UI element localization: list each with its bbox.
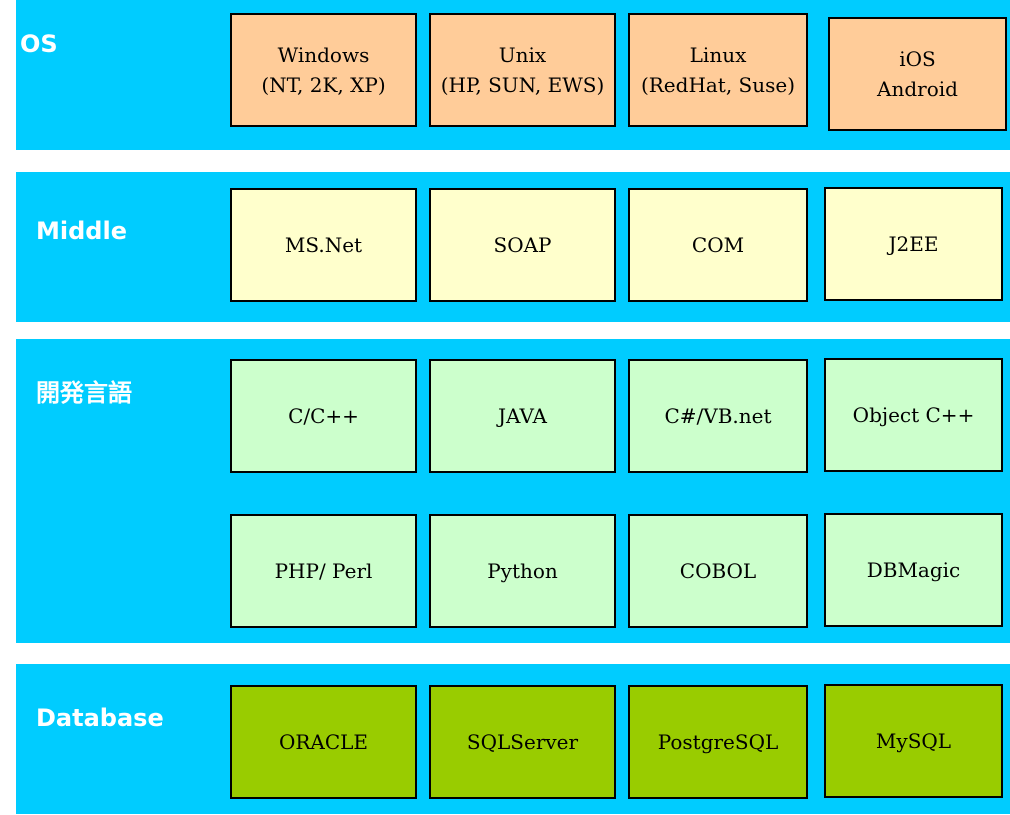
os-box-linux-detail: (RedHat, Suse) [640,73,796,97]
database-box-oracle: ORACLE [230,685,417,799]
os-label: OS [20,30,58,58]
middle-label: Middle [36,217,127,245]
middle-box-j2ee: J2EE [824,187,1003,301]
language-box-dbmagic: DBMagic [824,513,1003,627]
language-box-php-perl: PHP/ Perl [230,514,417,628]
os-box-unix: Unix (HP, SUN, EWS) [429,13,616,127]
os-box-unix-detail: (HP, SUN, EWS) [440,73,605,97]
language-box-cobol: COBOL [628,514,808,628]
database-label: Database [36,704,164,732]
language-box-java: JAVA [429,359,616,473]
os-box-mobile: iOS Android [828,17,1007,131]
os-box-windows-detail: (NT, 2K, XP) [261,73,386,97]
language-box-c-cpp: C/C++ [230,359,417,473]
languages-label: 開発言語 [36,379,132,407]
middle-box-soap: SOAP [429,188,616,302]
os-box-windows: Windows (NT, 2K, XP) [230,13,417,127]
language-box-python: Python [429,514,616,628]
os-box-mobile-line2: Android [877,77,958,101]
os-box-windows-name: Windows [277,43,370,67]
middle-box-com: COM [628,188,808,302]
language-box-csharp-vbnet: C#/VB.net [628,359,808,473]
middle-box-msnet: MS.Net [230,188,417,302]
os-box-linux-name: Linux [689,43,747,67]
database-box-sqlserver: SQLServer [429,685,616,799]
database-box-postgresql: PostgreSQL [628,685,808,799]
os-box-unix-name: Unix [498,43,547,67]
os-box-mobile-line1: iOS [899,47,936,71]
language-box-object-cpp: Object C++ [824,358,1003,472]
os-box-linux: Linux (RedHat, Suse) [628,13,808,127]
database-box-mysql: MySQL [824,684,1003,798]
